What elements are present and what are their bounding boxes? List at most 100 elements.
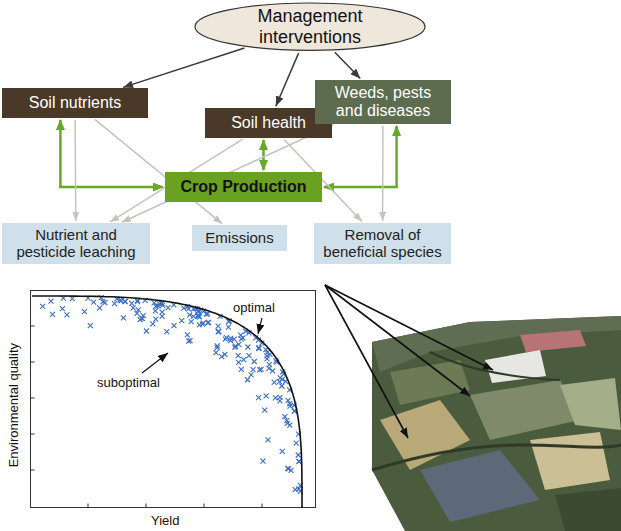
scatter-marker [153, 304, 158, 309]
scatter-marker [236, 353, 241, 358]
scatter-marker [136, 307, 141, 312]
scatter-marker [272, 380, 277, 385]
scatter-marker [239, 367, 244, 372]
scatter-marker [270, 368, 275, 373]
connector [123, 48, 244, 87]
frontier-curve [32, 296, 302, 508]
scatter-marker [265, 437, 270, 442]
scatter-marker [196, 309, 201, 314]
scatter-marker [256, 346, 261, 351]
axis-title: Environmental quality [7, 342, 21, 468]
scatter-marker [249, 372, 254, 377]
scatter-marker [185, 332, 190, 337]
scatter-marker [285, 466, 290, 471]
scatter-marker [252, 359, 257, 364]
scatter-marker [164, 329, 169, 334]
scatter-marker [102, 300, 107, 305]
scatter-marker [259, 367, 264, 372]
scatter-marker [216, 324, 221, 329]
scatter-marker [294, 441, 299, 446]
scatter-marker [121, 315, 126, 320]
connector [74, 120, 76, 221]
scatter-marker [277, 398, 282, 403]
scatter-marker [91, 300, 96, 305]
scatter-marker [232, 345, 237, 350]
process-box: Crop Production [165, 172, 322, 202]
scatter-marker [240, 335, 245, 340]
connector [382, 126, 384, 221]
scatter-marker [246, 353, 251, 358]
node-text: Removal of beneficial species [320, 226, 445, 261]
scatter-marker [150, 321, 155, 326]
scatter-marker [296, 452, 301, 457]
scatter-marker [296, 459, 301, 464]
scatter-marker [50, 312, 55, 317]
scatter-marker [260, 459, 265, 464]
scatter-marker [60, 306, 65, 311]
process-box: Weeds, pests and diseases [315, 80, 451, 124]
scatter-marker [224, 335, 229, 340]
scatter-marker [262, 408, 267, 413]
scatter-marker [119, 298, 124, 303]
scatter-marker [241, 357, 246, 362]
scatter-marker [144, 329, 149, 334]
node-text: Weeds, pests and diseases [321, 84, 445, 121]
scatter-marker [256, 345, 261, 350]
connector [122, 125, 334, 222]
scatter-marker [215, 343, 220, 348]
scatter-marker [213, 350, 218, 355]
process-box: Soil nutrients [2, 88, 148, 118]
scatter-marker [189, 319, 194, 324]
node-text: Soil health [231, 114, 306, 132]
scatter-marker [245, 344, 250, 349]
scatter-marker [245, 377, 250, 382]
connector [335, 52, 361, 78]
scatter-marker [206, 320, 211, 325]
scatter-marker [287, 401, 292, 406]
scatter-marker [160, 314, 165, 319]
node-text: Nutrient and pesticide leaching [8, 226, 144, 261]
chart-annotation: Yield [150, 514, 180, 528]
scatter-marker [282, 414, 287, 419]
scatter-marker [172, 323, 177, 328]
scatter-marker [251, 367, 256, 372]
scatter-marker [82, 309, 87, 314]
scatter-marker [201, 321, 206, 326]
scatter-marker [236, 360, 241, 365]
node-text: Management interventions [216, 6, 404, 47]
leader-line [142, 353, 168, 373]
node-text: Crop Production [180, 178, 306, 196]
aerial-landscape [372, 316, 621, 531]
scatter-marker [40, 304, 45, 309]
scatter-marker [264, 356, 269, 361]
scatter-marker [228, 338, 233, 343]
scatter-marker [179, 318, 184, 323]
connector [262, 140, 265, 170]
scatter-marker [216, 329, 221, 334]
scatter-marker [267, 362, 272, 367]
scatter-marker [191, 314, 196, 319]
scatter-marker [256, 395, 261, 400]
chart-frame [31, 291, 316, 508]
oval-node: Management interventions [194, 2, 426, 51]
scatter-marker [264, 393, 269, 398]
leader-line [258, 318, 262, 334]
chart-annotation: optimal [232, 301, 276, 315]
scatter-marker [135, 299, 140, 304]
scatter-marker [273, 395, 278, 400]
scatter-marker [226, 325, 231, 330]
outcome-box: Removal of beneficial species [314, 223, 451, 264]
scatter-marker [153, 308, 158, 313]
connector [324, 126, 397, 187]
scatter-marker [123, 299, 128, 304]
connector [276, 53, 299, 106]
scatter-marker [129, 301, 134, 306]
scatter-marker [166, 305, 171, 310]
outcome-box: Nutrient and pesticide leaching [2, 223, 150, 264]
scatter-marker [48, 299, 53, 304]
scatter-marker [236, 342, 241, 347]
node-text: Soil nutrients [29, 94, 122, 112]
